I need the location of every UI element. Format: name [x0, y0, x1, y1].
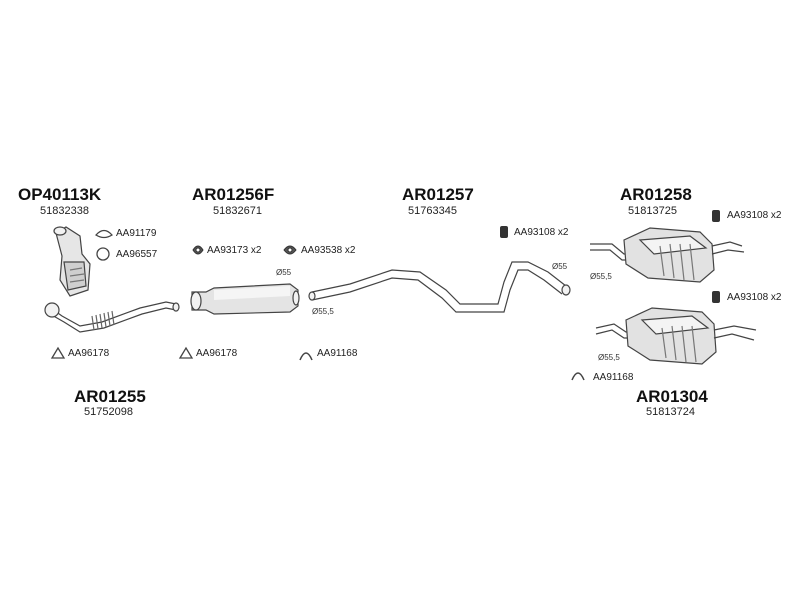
- accessory-label: AA96178: [68, 348, 110, 359]
- accessory-label: AA96557: [116, 249, 158, 260]
- accessory-label: AA93538 x2: [301, 245, 356, 256]
- part-number-label: 51832671: [213, 205, 262, 217]
- part-number-label: 51752098: [84, 406, 133, 418]
- diameter-label: Ø55: [276, 268, 292, 277]
- diameter-label: Ø55,5: [312, 307, 334, 316]
- rear-silencer-upper-part: [590, 227, 745, 283]
- accessory-label: AA91179: [116, 228, 157, 239]
- part-code-label: OP40113K: [18, 185, 102, 204]
- rubber-hanger-icon: [500, 210, 720, 303]
- part-number-label: 51763345: [408, 205, 457, 217]
- catalytic-converter-part: [53, 226, 91, 297]
- diameter-label: Ø55: [552, 262, 568, 271]
- accessory-label: AA91168: [593, 372, 634, 383]
- clamp-u-icon: [299, 352, 585, 381]
- gasket-half-icon: [95, 229, 113, 239]
- part-number-label: 51813725: [628, 205, 677, 217]
- accessory-label: AA93173 x2: [207, 245, 262, 256]
- front-pipe-part: [44, 301, 180, 333]
- accessory-label: AA91168: [317, 348, 358, 359]
- part-code-label: AR01304: [636, 387, 708, 406]
- diameter-label: Ø55,5: [590, 272, 612, 281]
- part-code-label: AR01258: [620, 185, 692, 204]
- gasket-ring-icon: [96, 247, 110, 261]
- clamp-triangle-icon: [50, 346, 194, 359]
- part-code-label: AR01257: [402, 185, 474, 204]
- center-silencer-part: [190, 283, 300, 315]
- mounting-rubber-icon: [192, 245, 297, 255]
- accessory-label: AA93108 x2: [514, 227, 569, 238]
- accessory-label: AA93108 x2: [727, 292, 782, 303]
- middle-pipe-part: [308, 261, 571, 313]
- diameter-label: Ø55,5: [598, 353, 620, 362]
- accessory-label: AA93108 x2: [727, 210, 782, 221]
- accessory-label: AA96178: [196, 348, 238, 359]
- rear-silencer-lower-part: [595, 307, 757, 365]
- part-number-label: 51813724: [646, 406, 695, 418]
- part-code-label: AR01255: [74, 387, 146, 406]
- part-number-label: 51832338: [40, 205, 89, 217]
- part-code-label: AR01256F: [192, 185, 275, 204]
